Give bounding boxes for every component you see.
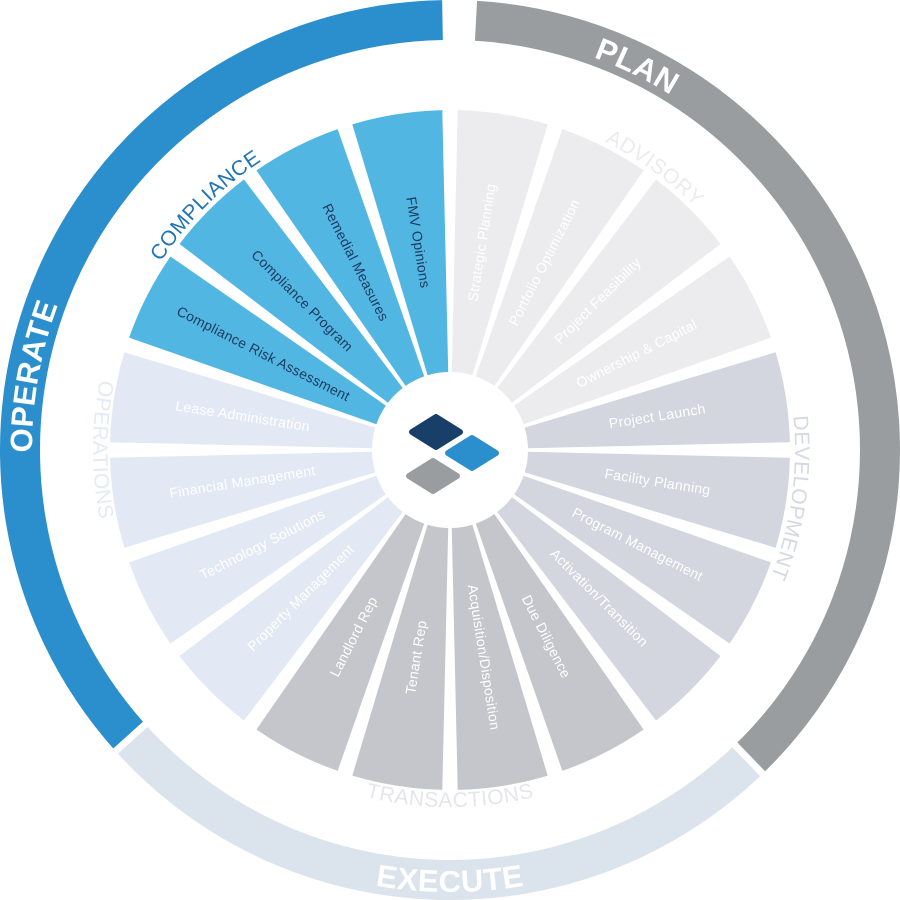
phase-arc-plan — [471, 0, 900, 774]
slice-wedge — [352, 524, 449, 790]
service-slice[interactable]: Strategic Planning — [451, 110, 548, 376]
logo-tile-blue — [445, 435, 499, 471]
service-slice[interactable]: FMV Opinions — [352, 110, 449, 376]
slice-wedge — [497, 179, 721, 403]
slice-wedge — [475, 129, 644, 386]
slice-wedge — [451, 524, 548, 790]
logo-tile-dark — [409, 414, 463, 450]
slice-wedge — [129, 256, 386, 425]
service-slice[interactable]: Facility Planning — [524, 451, 790, 548]
slice-wedge — [524, 451, 790, 548]
slice-wedge — [514, 256, 771, 425]
phase-divider — [467, 0, 478, 47]
logo-tile-gray — [406, 458, 460, 494]
slice-wedge — [179, 179, 403, 403]
service-slice[interactable]: Project Launch — [524, 352, 790, 449]
slice-wedge — [497, 497, 721, 721]
slice-wedge — [256, 514, 425, 771]
slice-wedge — [514, 475, 771, 644]
phase-label-execute: EXECUTE — [374, 858, 525, 899]
service-slice[interactable]: Tenant Rep — [352, 524, 449, 790]
service-slice[interactable]: Lease Administration — [110, 352, 376, 449]
phase-arc-operate — [0, 0, 443, 752]
phase-divider — [110, 717, 153, 757]
phase-divider — [728, 738, 768, 780]
service-slice[interactable]: Financial Management — [110, 451, 376, 548]
slice-wedge — [451, 110, 548, 376]
slice-wedge — [352, 110, 449, 376]
slice-wedge — [256, 129, 425, 386]
slice-wedge — [110, 451, 376, 548]
slice-wedge — [110, 352, 376, 449]
slice-wedge — [475, 514, 644, 771]
slice-wedge — [129, 475, 386, 644]
slice-wedge — [524, 352, 790, 449]
service-slice[interactable]: Acquisition/Disposition — [451, 524, 548, 790]
logo-icon — [406, 414, 499, 494]
phase-arc-execute — [115, 724, 763, 900]
category-label-operations: OPERATIONS — [88, 379, 118, 521]
center-hub — [374, 374, 526, 526]
slice-wedge — [179, 497, 403, 721]
